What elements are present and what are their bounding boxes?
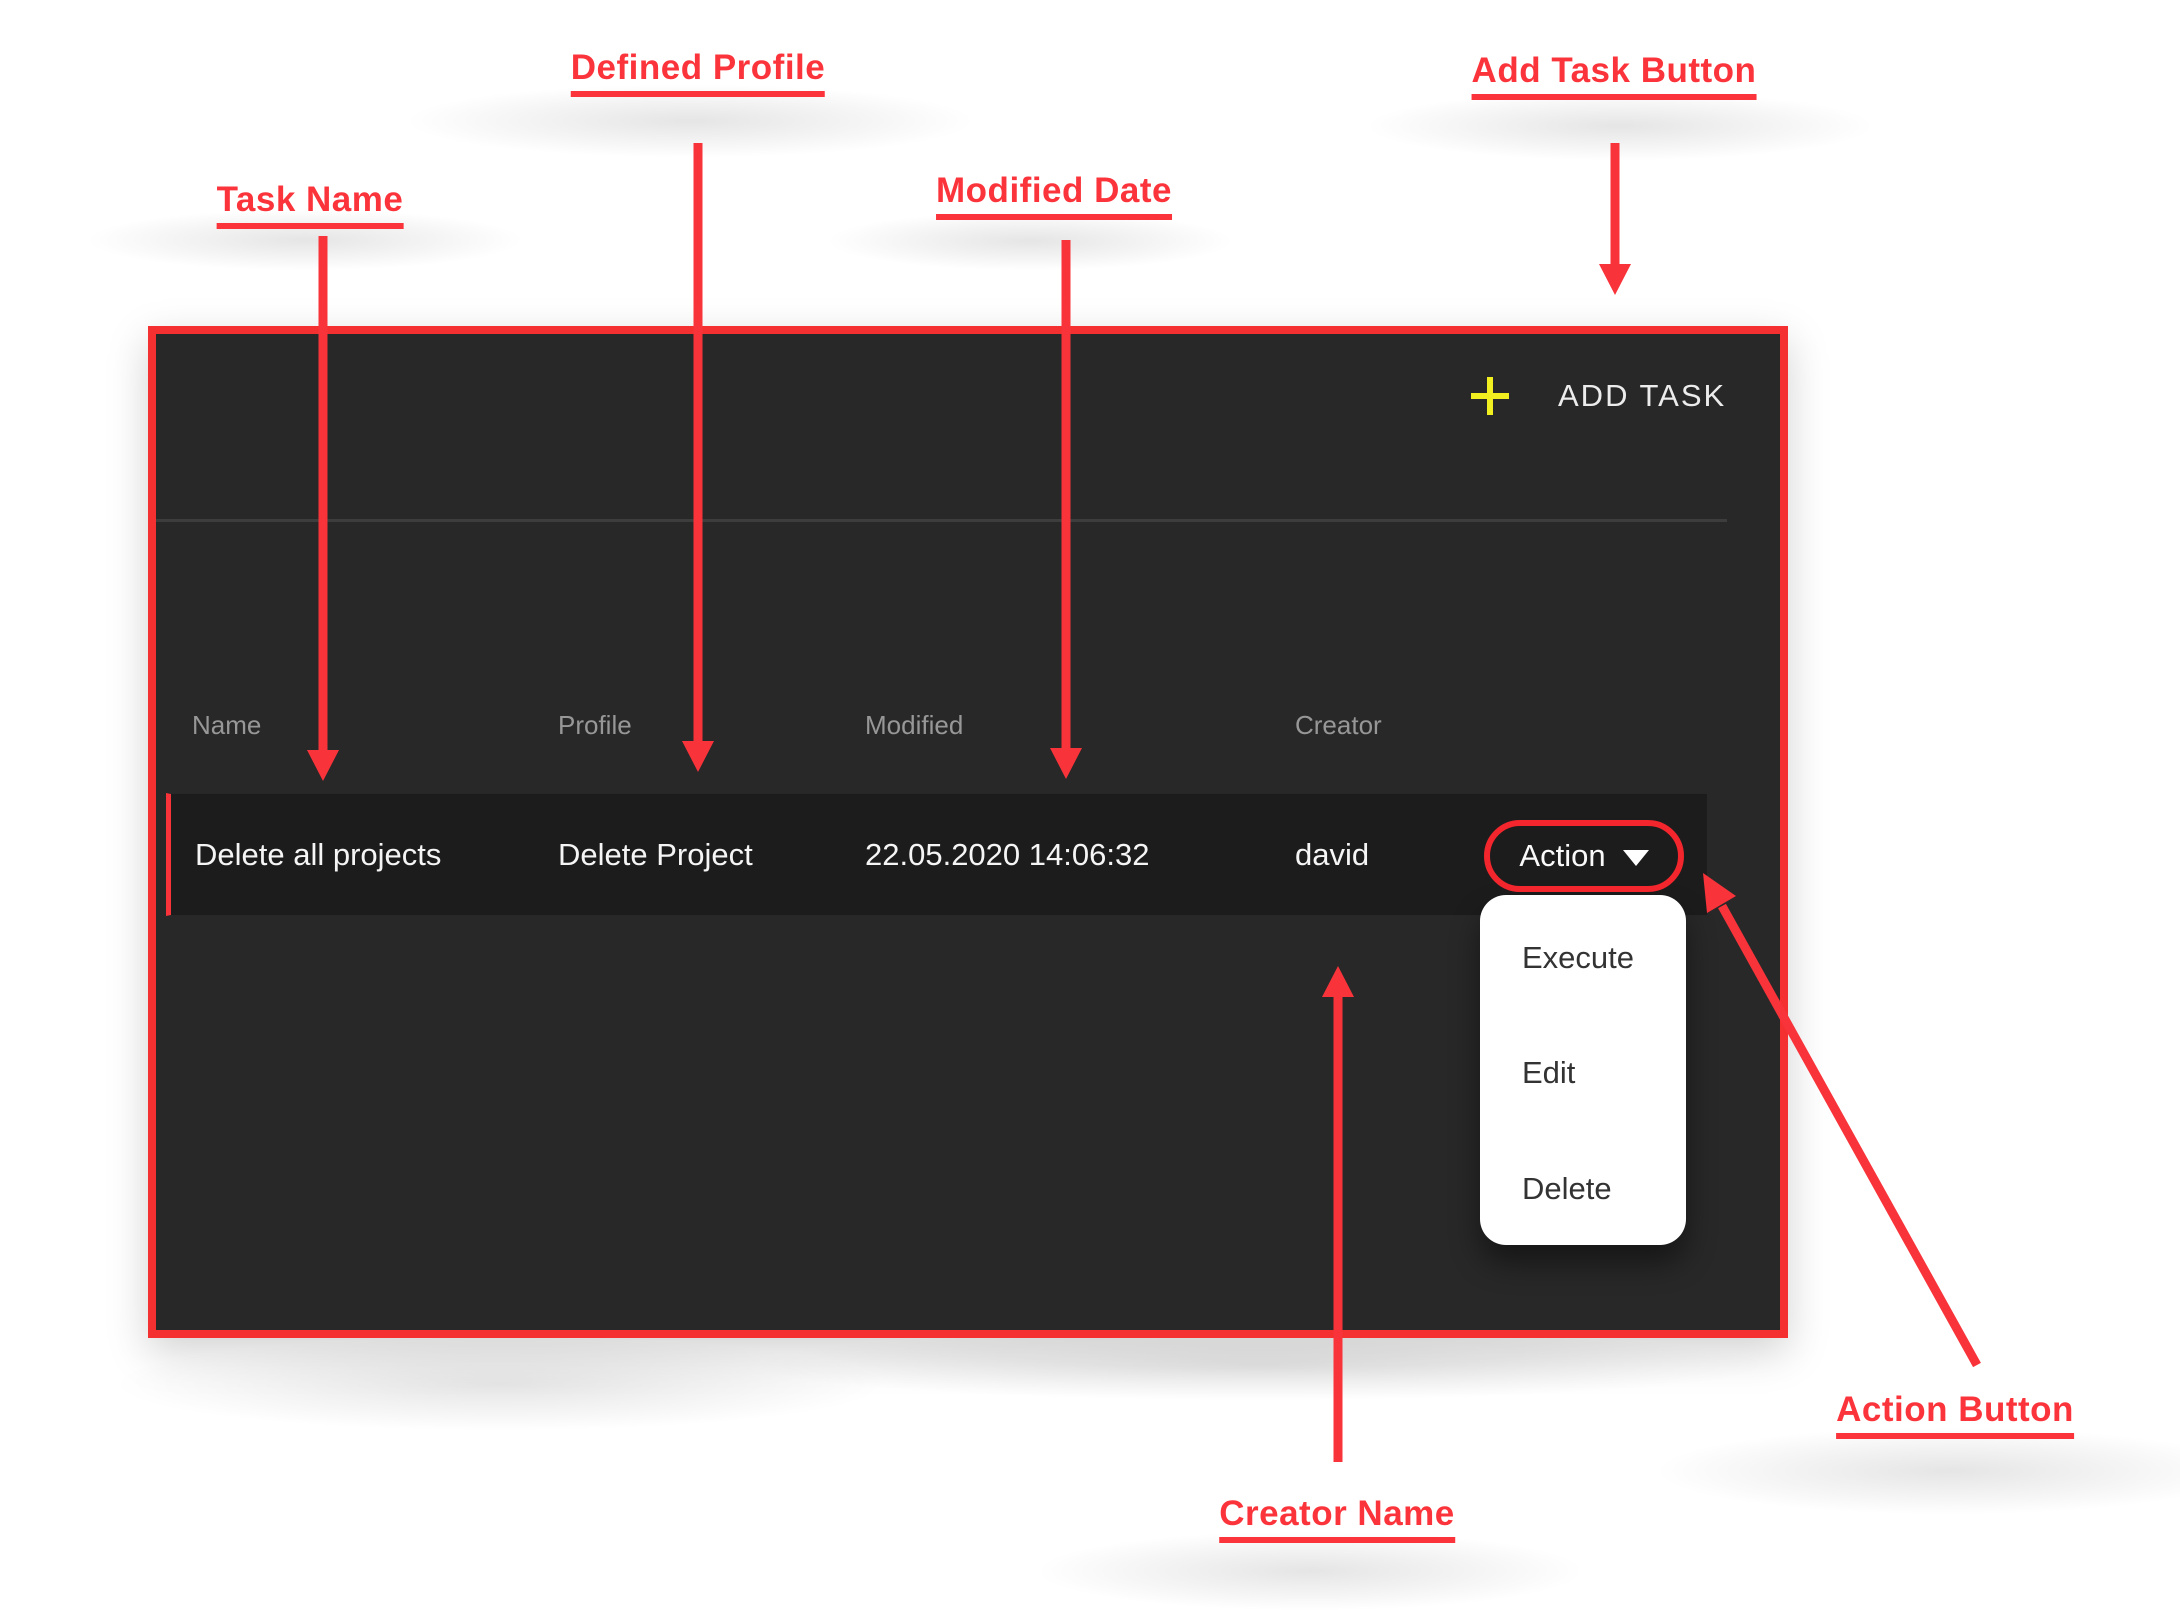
column-header-modified: Modified: [865, 710, 964, 740]
column-header-profile: Profile: [558, 710, 632, 740]
shadow-blob: [760, 1330, 1760, 1400]
action-dropdown-button[interactable]: Action: [1484, 820, 1684, 892]
plus-icon: [1471, 377, 1509, 415]
shadow-blob: [1660, 1428, 2180, 1514]
cell-task-name: Delete all projects: [195, 837, 442, 872]
cell-creator: david: [1295, 837, 1370, 872]
shadow-blob: [120, 1338, 880, 1430]
shadow-blob: [1370, 92, 1870, 160]
menu-item-delete[interactable]: Delete: [1522, 1169, 1612, 1209]
task-list-panel: ADD TASK Name Profile Modified Creator D…: [148, 326, 1788, 1338]
action-dropdown-menu: Execute Edit Delete: [1480, 895, 1686, 1245]
annotation-modified-date: Modified Date: [936, 171, 1172, 220]
annotation-action-button: Action Button: [1836, 1390, 2074, 1439]
column-header-creator: Creator: [1295, 710, 1382, 740]
cell-modified: 22.05.2020 14:06:32: [865, 837, 1150, 872]
menu-item-execute[interactable]: Execute: [1522, 938, 1634, 978]
shadow-blob: [1040, 1532, 1580, 1610]
caret-down-icon: [1622, 850, 1649, 866]
menu-item-edit[interactable]: Edit: [1522, 1053, 1575, 1093]
annotation-add-task-button: Add Task Button: [1471, 51, 1757, 100]
action-dropdown-label: Action: [1519, 838, 1606, 873]
column-header-name: Name: [192, 710, 262, 740]
annotation-creator-name: Creator Name: [1219, 1494, 1455, 1543]
add-task-button[interactable]: ADD TASK: [1461, 370, 1771, 422]
add-task-label: ADD TASK: [1558, 378, 1727, 413]
shadow-blob: [830, 212, 1230, 270]
annotation-task-name: Task Name: [216, 180, 404, 229]
table-row: Delete all projects Delete Project 22.05…: [166, 793, 1707, 916]
header-divider: [156, 519, 1727, 522]
cell-profile: Delete Project: [558, 837, 753, 872]
annotation-defined-profile: Defined Profile: [570, 48, 826, 97]
